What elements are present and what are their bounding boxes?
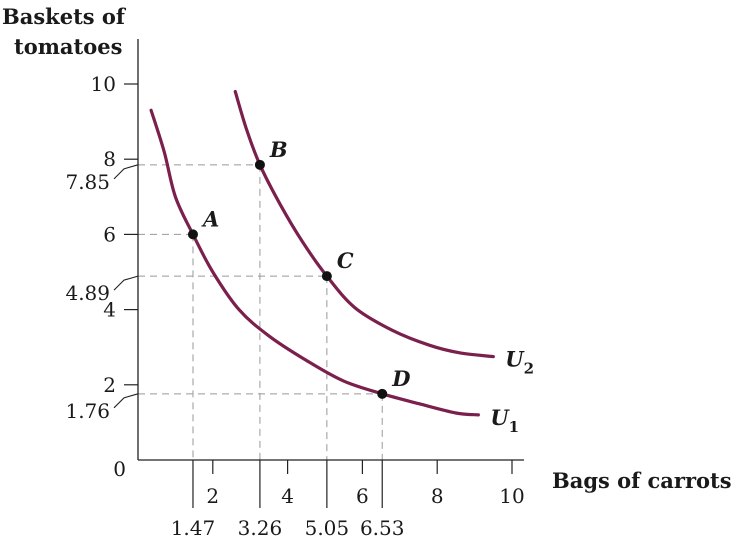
y-marked-label: 4.89 — [65, 281, 110, 305]
x-axis-title: Bags of carrots — [552, 468, 732, 493]
point-label-B: B — [269, 137, 288, 162]
points-group: A B C D — [187, 137, 411, 399]
y-tick-label: 2 — [103, 373, 116, 397]
curve-label-U1: U1 — [490, 405, 519, 436]
x-tick-label: 10 — [499, 484, 524, 508]
point-C — [321, 271, 332, 282]
y-marked-leader — [113, 275, 139, 291]
point-label-D: D — [391, 366, 411, 391]
point-B — [254, 159, 265, 170]
y-axis-title-line2: tomatoes — [14, 34, 122, 59]
y-marked-label: 7.85 — [65, 170, 110, 194]
y-tick-label: 10 — [91, 72, 116, 96]
x-marked-label: 1.47 — [171, 516, 216, 540]
point-A — [187, 229, 198, 240]
point-label-A: A — [201, 206, 219, 231]
axes-group — [137, 39, 524, 461]
x-marked-label: 3.26 — [238, 516, 283, 540]
y-tick-label: 6 — [103, 222, 116, 246]
guide-lines-group — [138, 164, 383, 460]
point-D — [377, 388, 388, 399]
x-tick-label: 8 — [431, 484, 444, 508]
x-tick-label: 4 — [281, 484, 294, 508]
x-marked-label: 5.05 — [305, 516, 350, 540]
y-tick-label: 8 — [103, 147, 116, 171]
x-marked-label: 6.53 — [360, 516, 405, 540]
point-label-C: C — [337, 248, 354, 273]
ticks-group: 10 8 6 4 2 2 4 6 8 10 1.47 3.26 5.05 6.53 7.85 4.89 1.76 — [65, 72, 524, 540]
curve-U1 — [149, 108, 480, 417]
origin-label: 0 — [113, 457, 126, 481]
x-tick-label: 2 — [206, 484, 219, 508]
y-marked-leader — [113, 164, 139, 180]
x-tick-label: 6 — [356, 484, 369, 508]
curve-label-U2: U2 — [505, 347, 534, 378]
y-tick-label: 4 — [103, 298, 116, 322]
y-marked-leader — [113, 393, 139, 409]
y-marked-label: 1.76 — [65, 399, 110, 423]
y-axis-title-line1: Baskets of — [2, 4, 127, 29]
curve-U2 — [233, 89, 495, 359]
